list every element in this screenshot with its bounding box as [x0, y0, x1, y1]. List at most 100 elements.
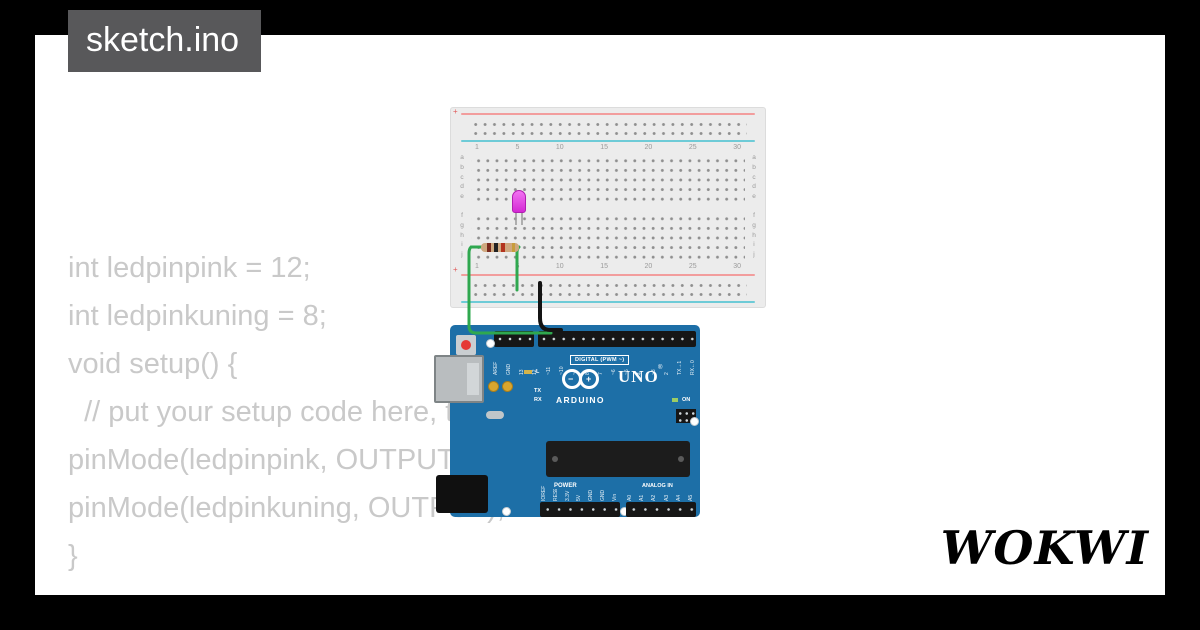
code-line: int ledpinkuning = 8;	[68, 300, 327, 332]
pin-label: ~11	[545, 366, 552, 375]
row-letter: i	[461, 241, 463, 249]
column-number: 25	[688, 144, 697, 151]
led-l-label: L	[536, 369, 540, 375]
row-letter: b	[752, 163, 756, 171]
row-letter: d	[752, 183, 756, 191]
row-letter: f	[461, 212, 463, 219]
code-line	[68, 580, 663, 595]
column-number: 5	[515, 263, 520, 270]
code-line: void setup() {	[68, 348, 238, 380]
file-tab-label: sketch.ino	[86, 21, 240, 59]
rail-negative-line	[461, 140, 755, 142]
code-line: pinMode(ledpinpink, OUTPUT);	[68, 444, 473, 476]
row-letter: h	[752, 231, 756, 239]
row-letter: e	[460, 193, 464, 200]
digital-silkscreen-label: DIGITAL (PWM ~)	[570, 355, 630, 365]
atmega-chip	[546, 441, 690, 477]
column-number: 30	[733, 263, 741, 270]
reset-button[interactable]	[456, 335, 476, 355]
analog-header[interactable]	[626, 502, 696, 517]
resistor-band	[494, 243, 498, 252]
pink-led[interactable]	[512, 190, 526, 213]
code-editor[interactable]: int ledpinpink = 12; int ledpinkuning = 8…	[68, 100, 663, 595]
column-number: 20	[644, 144, 653, 151]
board-model-label: UNO	[618, 367, 659, 386]
led-tx-label: TX	[534, 388, 542, 394]
rail-negative-line	[461, 301, 755, 303]
column-number: 5	[515, 144, 520, 151]
power-jack	[436, 475, 488, 513]
code-line: int ledpinpink = 12;	[68, 252, 311, 284]
rail-positive-line	[461, 274, 755, 276]
led-rx-label: RX	[534, 397, 542, 403]
row-letter: a	[460, 154, 464, 161]
digital-header[interactable]	[538, 331, 696, 347]
row-letter: e	[752, 193, 756, 200]
arduino-logo-plus: +	[586, 374, 592, 384]
file-tab[interactable]: sketch.ino	[68, 10, 262, 72]
pin-label: GND	[588, 489, 595, 501]
pin-label: IOREF	[541, 485, 547, 501]
arduino-logo-minus: −	[568, 374, 574, 384]
digital-header-aref[interactable]	[494, 331, 534, 347]
wokwi-logo[interactable]: WOKWI	[940, 521, 1149, 575]
column-number: 25	[688, 263, 697, 270]
row-letter: f	[753, 212, 755, 219]
pin-label: RX←0	[689, 360, 696, 375]
pin-label: 2	[663, 372, 670, 375]
row-letter: a	[752, 154, 756, 161]
row-letter: j	[753, 251, 755, 258]
row-letter: c	[460, 173, 464, 181]
row-letter: c	[752, 173, 756, 181]
mounting-hole	[486, 339, 495, 348]
row-letter: b	[460, 163, 464, 171]
on-label: ON	[682, 397, 691, 403]
column-number: 15	[600, 144, 608, 151]
oscillator	[486, 411, 504, 419]
row-letter: j	[461, 251, 463, 258]
arduino-logo-icon	[579, 369, 599, 389]
row-letter: h	[460, 231, 464, 239]
power-header[interactable]	[540, 502, 620, 517]
breadboard-bottom-rail-holes[interactable]	[469, 279, 747, 298]
code-line: pinMode(ledpinkuning, OUTPUT);	[68, 492, 505, 524]
row-letter: d	[460, 183, 464, 191]
builtin-led	[524, 370, 532, 374]
breadboard-grid-bottom-holes[interactable]	[471, 212, 745, 260]
pin-label: A5	[687, 494, 694, 501]
row-letter: g	[752, 221, 756, 229]
resistor-band	[487, 243, 491, 252]
registered-mark: ®	[658, 365, 663, 371]
pin-label: AREF	[493, 361, 499, 375]
row-letter: i	[753, 241, 755, 249]
pin-label: GND	[506, 363, 513, 375]
rail-plus-sign: +	[453, 107, 458, 116]
column-number: 15	[600, 263, 608, 270]
mounting-hole	[690, 417, 699, 426]
column-number: 30	[733, 144, 741, 151]
capacitor	[488, 381, 499, 392]
breadboard-top-rail-holes[interactable]	[469, 118, 747, 137]
code-line: }	[68, 540, 78, 572]
column-number: 1	[475, 263, 479, 270]
rail-positive-line	[461, 113, 755, 115]
resistor-band	[512, 243, 515, 252]
power-silkscreen-label: POWER	[552, 483, 579, 489]
analog-silkscreen-label: ANALOG IN	[640, 483, 675, 489]
column-number: 20	[644, 263, 653, 270]
pin-label: Vin	[611, 493, 618, 501]
usb-connector	[434, 355, 484, 403]
pin-label: A0	[627, 494, 633, 501]
pin-label: A4	[675, 494, 682, 501]
resistor[interactable]	[481, 243, 519, 252]
capacitor	[502, 381, 513, 392]
column-number: 1	[475, 144, 479, 151]
